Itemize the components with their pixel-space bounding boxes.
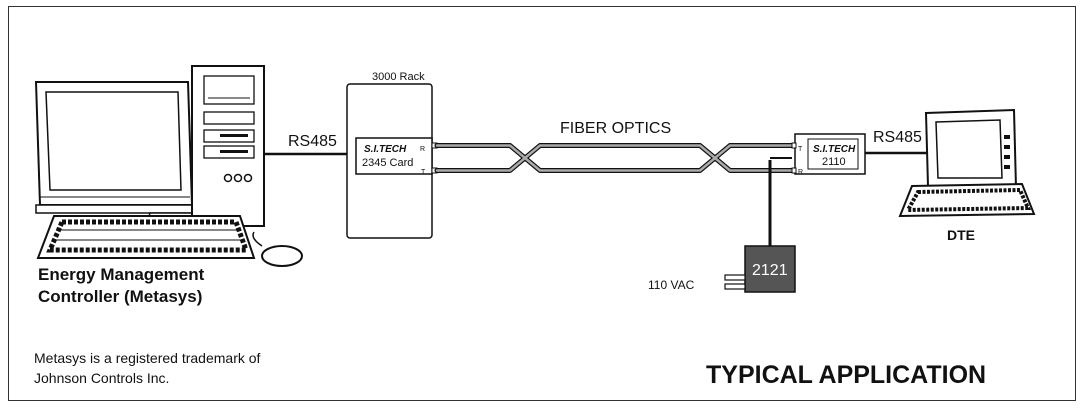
voltage-label: 110 VAC: [648, 278, 695, 292]
diagram-caption: TYPICAL APPLICATION: [706, 361, 986, 389]
footnote-line2: Johnson Controls Inc.: [34, 370, 169, 386]
card-port-r: R: [420, 146, 425, 153]
card-2345: [355, 137, 433, 175]
rs485-right-label: RS485: [873, 129, 922, 146]
remote-port-r: R: [798, 169, 803, 176]
tower-case-icon: [191, 65, 265, 227]
remote-model: 2110: [822, 156, 846, 168]
computer-monitor-icon: [34, 81, 197, 227]
diagram-frame: [8, 6, 1076, 401]
fiber-optics-label: FIBER OPTICS: [560, 120, 671, 137]
ems-label-line1: Energy Management: [38, 265, 205, 284]
ems-label-line2: Controller (Metasys): [38, 287, 202, 306]
fiber-optic-pair: [434, 143, 798, 173]
plug-prongs-icon: [724, 274, 746, 290]
power-model: 2121: [752, 262, 788, 279]
mouse-icon: [252, 231, 303, 267]
card-port-t: T: [421, 169, 426, 176]
card-model: 2345 Card: [362, 157, 413, 169]
terminal-icon: [898, 108, 1036, 218]
remote-port-t: T: [798, 146, 803, 153]
dte-label: DTE: [947, 227, 975, 243]
keyboard-icon: [36, 215, 256, 259]
power-supply-2121: [744, 245, 796, 293]
rack-title: 3000 Rack: [372, 71, 425, 83]
footnote-line1: Metasys is a registered trademark of: [34, 350, 261, 366]
remote-brand: S.I.TECH: [813, 144, 856, 155]
card-brand: S.I.TECH: [364, 144, 407, 155]
rs485-left-label: RS485: [288, 133, 337, 150]
